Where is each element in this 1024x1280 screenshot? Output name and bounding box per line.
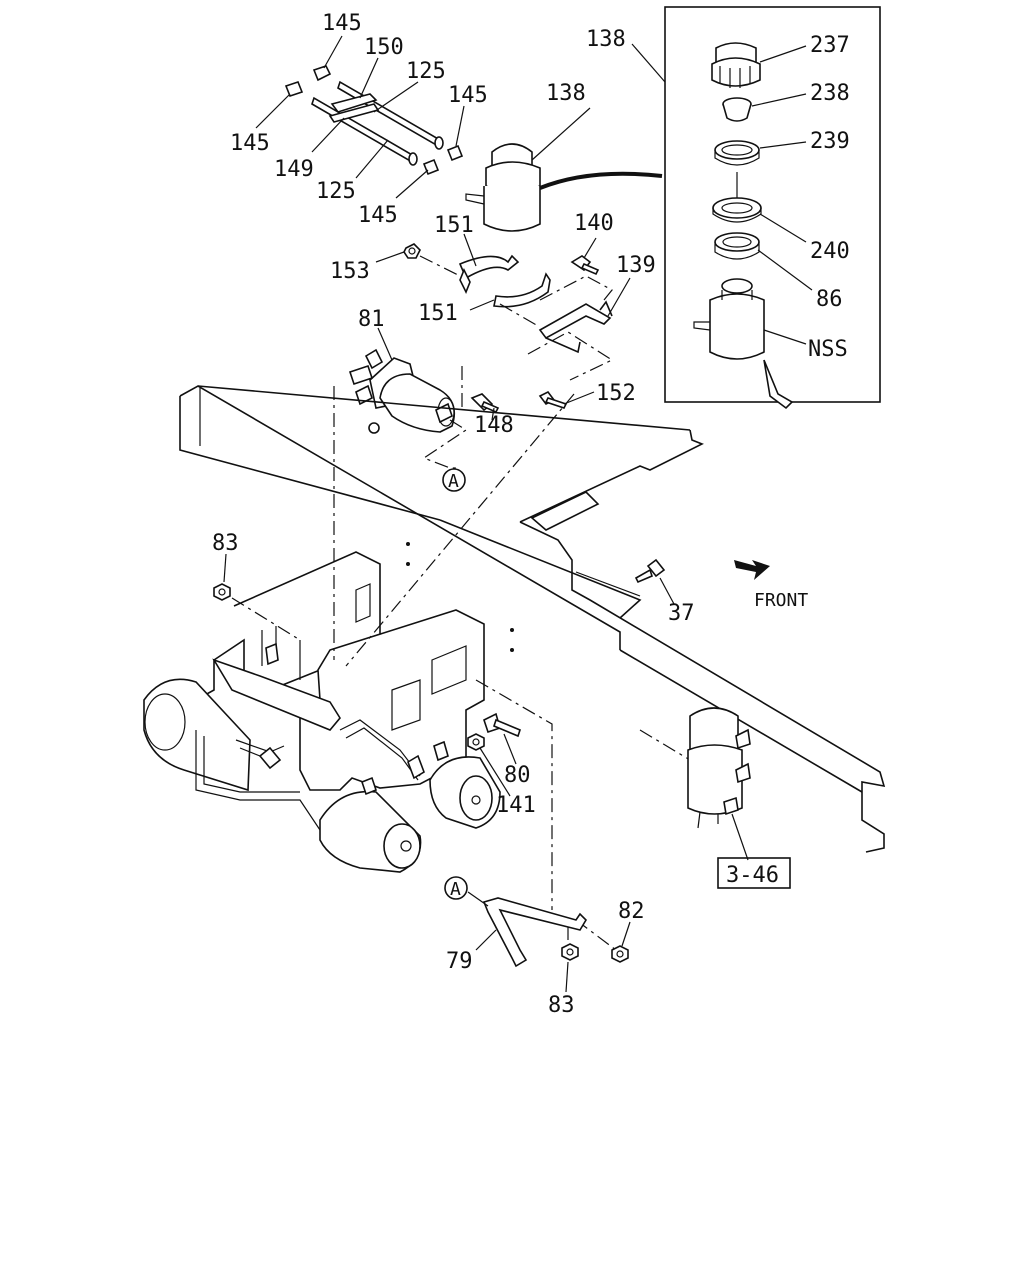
front-arrow-icon <box>734 560 770 580</box>
reservoir-cap-237 <box>711 42 761 88</box>
callout-138-inset: 138 <box>586 27 626 52</box>
callout-125: 125 <box>406 59 446 84</box>
callout-nss: NSS <box>808 337 848 362</box>
callout-79: 79 <box>446 949 473 974</box>
clip-145 <box>284 65 464 176</box>
callout-82: 82 <box>618 899 645 924</box>
callout-149: 149 <box>274 157 314 182</box>
marker-a-text: A <box>450 879 461 900</box>
callout-237: 237 <box>810 33 850 58</box>
callout-145: 145 <box>358 203 398 228</box>
callout-83: 83 <box>212 531 239 556</box>
callout-151: 151 <box>434 213 474 238</box>
front-label: FRONT <box>754 590 808 611</box>
ref-marker-a-lower <box>444 876 468 900</box>
valve-assembly <box>143 551 501 873</box>
bolt-152 <box>538 390 568 409</box>
reservoir-138 <box>465 143 541 232</box>
clamp-150-149 <box>328 93 380 123</box>
callout-240: 240 <box>810 239 850 264</box>
bracket-79 <box>482 897 588 968</box>
callout-145: 145 <box>230 131 270 156</box>
callout-238: 238 <box>810 81 850 106</box>
bracket-151 <box>458 254 551 308</box>
reservoir-body-nss <box>693 278 794 410</box>
ring-240 <box>712 197 762 223</box>
callout-150: 150 <box>364 35 404 60</box>
callout-141: 141 <box>496 793 536 818</box>
ring-239 <box>714 140 760 166</box>
callout-148: 148 <box>474 413 514 438</box>
callout-145: 145 <box>322 11 362 36</box>
reservoir-inset <box>664 6 881 410</box>
callout-81: 81 <box>358 307 385 332</box>
reference-label: 3-46 <box>726 863 779 888</box>
strainer-238 <box>722 97 752 122</box>
nut-82 <box>611 945 629 963</box>
nut-153 <box>403 243 421 259</box>
callout-153: 153 <box>330 259 370 284</box>
seal-86 <box>714 232 760 260</box>
valve-81 <box>348 348 456 434</box>
marker-a-text: A <box>448 471 459 492</box>
bracket-139 <box>538 300 613 354</box>
frame-rail <box>179 385 886 853</box>
ref-marker-a <box>442 468 466 492</box>
bolt-80 <box>483 712 521 738</box>
callout-151: 151 <box>418 301 458 326</box>
bolt-37 <box>634 558 666 584</box>
callout-145: 145 <box>448 83 488 108</box>
callout-80: 80 <box>504 763 531 788</box>
reservoir-frame-mounted <box>687 707 751 829</box>
callout-139: 139 <box>616 253 656 278</box>
callout-37: 37 <box>668 601 695 626</box>
callout-138: 138 <box>546 81 586 106</box>
callout-239: 239 <box>810 129 850 154</box>
nut-83-lower <box>561 943 579 961</box>
callout-125: 125 <box>316 179 356 204</box>
callout-86: 86 <box>816 287 843 312</box>
bolt-140 <box>570 255 600 276</box>
callout-140: 140 <box>574 211 614 236</box>
nut-83 <box>213 583 231 601</box>
reference-box <box>717 857 791 889</box>
callout-83: 83 <box>548 993 575 1018</box>
callout-152: 152 <box>596 381 636 406</box>
nut-141 <box>467 733 485 751</box>
